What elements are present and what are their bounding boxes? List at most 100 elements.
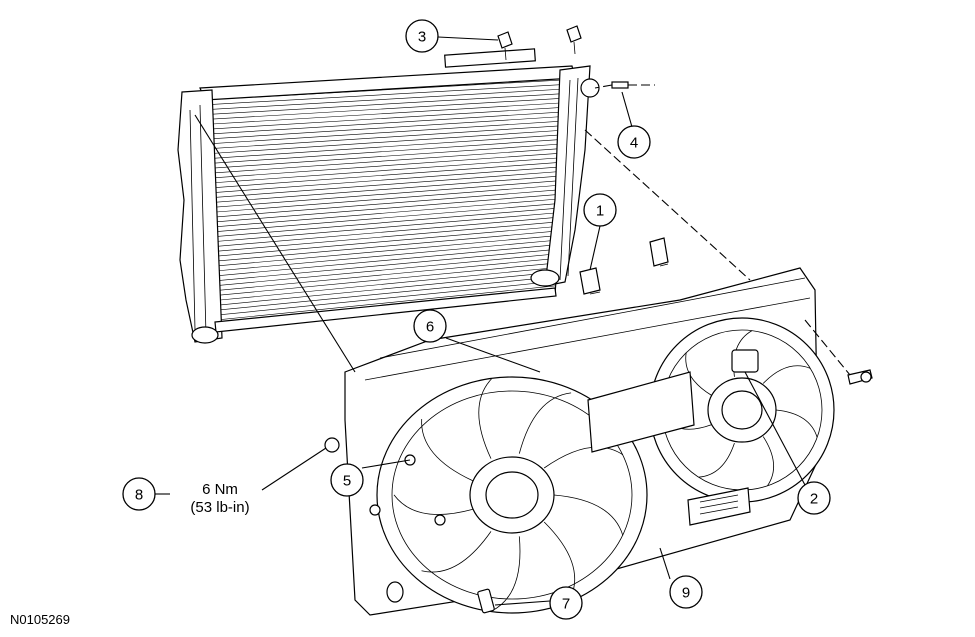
radiator-fin-line (208, 152, 565, 179)
radiator-fin-line (208, 161, 565, 189)
radiator-left-tank (177, 89, 223, 343)
radiator-fin-line (213, 267, 557, 301)
callout-1: 1 (583, 193, 617, 227)
left-fan-blade (393, 494, 473, 515)
left-fan-blade (421, 531, 492, 573)
upper-bolt-right (566, 25, 582, 43)
callout-9-label: 9 (682, 585, 690, 602)
wire-clip-5a (369, 504, 381, 516)
radiator-fin-line (212, 235, 560, 267)
callout-8: 8 (122, 477, 156, 511)
radiator-fin-line (207, 138, 566, 164)
torque-spec: 6 Nm (53 lb-in) (170, 481, 270, 517)
radiator-left-foot (191, 326, 219, 344)
callout-6-label: 6 (426, 319, 434, 336)
right-fan-blade (762, 436, 774, 487)
radiator-fin-line (211, 207, 561, 238)
radiator-right-foot (530, 269, 560, 287)
shroud-lower-slot (386, 581, 404, 603)
fan-control-module (587, 371, 695, 453)
torque-imperial: (53 lb-in) (190, 499, 250, 516)
radiator-fin-line (212, 230, 560, 262)
radiator-fin-line (210, 203, 562, 233)
right-fan-motor (721, 390, 763, 430)
radiator-fin-line (205, 83, 570, 106)
radiator-fin-line (211, 221, 561, 252)
callout-1-label: 1 (596, 203, 604, 220)
right-tank-detail (559, 77, 579, 281)
wire-clip-5c (434, 514, 446, 526)
callout-5-label: 5 (343, 473, 351, 490)
radiator-fin-line (214, 280, 556, 316)
radiator-fin-line (210, 193, 562, 223)
radiator-fin-line (210, 189, 563, 218)
bleed-screw (594, 81, 655, 89)
left-fan-blade (553, 494, 624, 536)
radiator (177, 48, 600, 344)
radiator-fin-line (212, 244, 559, 277)
shroud-upper-rail (379, 277, 806, 359)
radiator-fin-line (205, 93, 569, 115)
radiator-filler-neck (580, 78, 600, 98)
radiator-fin-line (211, 216, 561, 248)
callout-2-label: 2 (810, 491, 818, 508)
callout-leaders (155, 36, 806, 606)
radiator-fin-line (212, 239, 559, 272)
isolator-clip-b (649, 237, 669, 267)
shroud-bolt (324, 437, 340, 453)
callout-7-label: 7 (562, 596, 570, 613)
left-fan-blade (518, 392, 572, 454)
radiator-fin-line (208, 148, 566, 174)
isolator-clips (579, 237, 669, 295)
callout-3: 3 (405, 19, 439, 53)
left-fan-blade (543, 446, 624, 469)
radiator-fin-line (206, 115, 568, 140)
bleed-screw-body (611, 81, 629, 89)
radiator-fin-line (213, 271, 557, 306)
fan-lower-connector (477, 588, 495, 614)
radiator-fin-line (213, 253, 558, 287)
radiator-top-bracket (444, 48, 536, 68)
radiator-fin-line (209, 180, 563, 208)
radiator-fin-line (212, 248, 559, 282)
callout-9: 9 (669, 575, 703, 609)
radiator-fin-line (208, 143, 566, 169)
radiator-fin-line (207, 120, 567, 145)
radiator-fin-line (207, 125, 567, 150)
left-fan-blades (393, 378, 624, 612)
left-fan-blade (478, 378, 492, 459)
radiator-fins (205, 79, 570, 326)
callout-8-label: 8 (135, 487, 143, 504)
radiator-fin-line (211, 212, 561, 243)
alignment-line-right (584, 129, 751, 281)
callout-7: 7 (549, 586, 583, 620)
radiator-bottom-rail (214, 287, 557, 333)
radiator-fin-line (206, 106, 568, 130)
radiator-fin-line (211, 225, 560, 257)
radiator-fin-line (207, 129, 567, 155)
radiator-fin-line (206, 111, 568, 135)
radiator-fin-line (210, 198, 562, 228)
radiator-fin-line (214, 276, 557, 311)
radiator-fin-line (205, 88, 570, 110)
upper-bolt-left (497, 31, 513, 49)
radiator-upper-bolts (497, 25, 582, 61)
left-fan-blade (421, 419, 473, 481)
fan-shroud-assembly (324, 267, 873, 616)
alignment-line-left (194, 114, 356, 373)
right-fan-blade (775, 409, 818, 438)
isolator-clip-a (579, 267, 601, 295)
radiator-fin-line (209, 166, 564, 194)
callout-4-label: 4 (630, 135, 638, 152)
fan-connector (731, 349, 759, 373)
callout-2: 2 (797, 481, 831, 515)
alignment-line-bolt (804, 319, 851, 376)
alignment-lines (194, 114, 851, 376)
shroud-label (687, 487, 751, 526)
radiator-fin-line (213, 262, 558, 297)
callout-4: 4 (617, 125, 651, 159)
left-fan-blade (491, 536, 521, 612)
left-tank-detail (189, 104, 207, 336)
